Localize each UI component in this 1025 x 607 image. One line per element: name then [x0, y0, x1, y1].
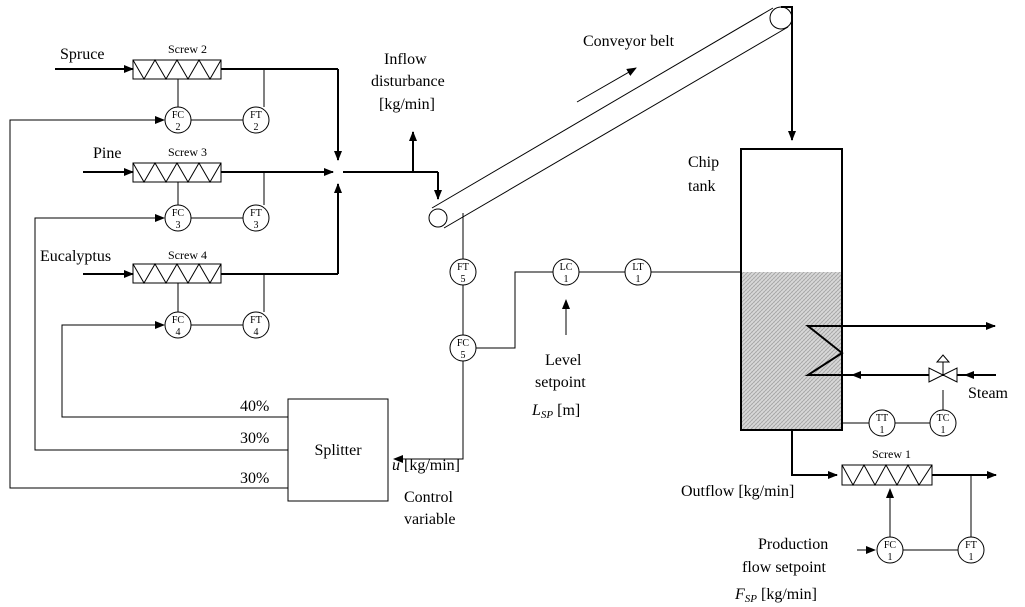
- screw1-label: Screw 1: [872, 447, 911, 461]
- svg-text:FC: FC: [172, 315, 185, 326]
- svg-text:FC: FC: [884, 540, 897, 551]
- ft3-transmitter: FT 3: [242, 204, 270, 232]
- ft2-transmitter: FT 2: [242, 106, 270, 134]
- pine-label: Pine: [93, 145, 121, 162]
- lt1-transmitter: LT 1: [624, 258, 652, 286]
- screw4-flow-loop: [177, 274, 265, 326]
- screw2-conveyor: [132, 59, 222, 80]
- split-pct-3: 30%: [240, 470, 269, 487]
- production-setpoint-symbol: FSP [kg/min]: [734, 586, 817, 605]
- svg-text:FC: FC: [457, 338, 470, 349]
- control-variable-label-1: Control: [404, 489, 453, 506]
- screw3-conveyor: [132, 162, 222, 183]
- fc5-to-splitter: [393, 361, 464, 463]
- belt-direction-arrow: [576, 67, 637, 103]
- ft1-transmitter: FT 1: [957, 536, 985, 564]
- eucalyptus-label: Eucalyptus: [40, 248, 111, 265]
- screw2-label: Screw 2: [168, 42, 207, 56]
- svg-text:FT: FT: [457, 262, 469, 273]
- level-setpoint-symbol: LSP [m]: [531, 402, 580, 421]
- split-pct-1: 40%: [240, 398, 269, 415]
- tt1-transmitter: TT 1: [868, 409, 896, 437]
- inflow-label-3: [kg/min]: [379, 96, 435, 113]
- svg-text:4: 4: [176, 327, 181, 338]
- belt-to-tank: [781, 6, 796, 141]
- split-to-fc4: [61, 321, 288, 418]
- production-label-2: flow setpoint: [742, 559, 827, 576]
- steam-label: Steam: [968, 385, 1009, 402]
- svg-text:5: 5: [461, 350, 466, 361]
- outflow-label: Outflow [kg/min]: [681, 483, 794, 500]
- control-variable-label-2: variable: [404, 511, 456, 528]
- fc4-controller: FC 4: [164, 311, 192, 339]
- svg-text:FC: FC: [172, 208, 185, 219]
- svg-text:3: 3: [254, 220, 259, 231]
- chip-level-fill: [741, 272, 842, 430]
- svg-text:1: 1: [880, 425, 885, 436]
- level-label-1: Level: [545, 352, 582, 369]
- fc5-controller: FC 5: [449, 334, 477, 362]
- svg-text:1: 1: [969, 552, 974, 563]
- svg-text:1: 1: [636, 274, 641, 285]
- splitter-label: Splitter: [314, 442, 362, 459]
- svg-text:1: 1: [941, 425, 946, 436]
- svg-text:FT: FT: [250, 110, 262, 121]
- ft4-transmitter: FT 4: [242, 311, 270, 339]
- svg-text:2: 2: [254, 122, 259, 133]
- svg-text:4: 4: [254, 327, 259, 338]
- screw4-conveyor: [132, 263, 222, 284]
- svg-text:5: 5: [461, 274, 466, 285]
- production-label-1: Production: [758, 536, 828, 553]
- screw1-conveyor: [841, 463, 933, 487]
- ft5-transmitter: FT 5: [449, 258, 477, 286]
- svg-text:LC: LC: [560, 262, 573, 273]
- svg-text:3: 3: [176, 220, 181, 231]
- screw3-flow-loop: [177, 172, 265, 219]
- chip-tank-label-2: tank: [688, 178, 716, 195]
- chip-tank-label-1: Chip: [688, 154, 719, 171]
- split-to-fc3: [34, 214, 288, 451]
- svg-text:2: 2: [176, 122, 181, 133]
- svg-text:FT: FT: [250, 315, 262, 326]
- fc1-controller: FC 1: [876, 536, 904, 564]
- svg-text:FT: FT: [250, 208, 262, 219]
- spruce-label: Spruce: [60, 46, 104, 63]
- conveyor-belt-label: Conveyor belt: [583, 33, 675, 50]
- inflow-label-2: disturbance: [371, 73, 445, 90]
- u-label: u [kg/min]: [392, 457, 460, 474]
- steam-valve: [928, 354, 958, 383]
- svg-text:1: 1: [564, 274, 569, 285]
- svg-text:LT: LT: [632, 262, 643, 273]
- screw2-flow-loop: [177, 69, 265, 121]
- fc2-controller: FC 2: [164, 106, 192, 134]
- fc5-lc1-line: [476, 271, 553, 349]
- svg-text:TC: TC: [937, 413, 950, 424]
- tc1-controller: TC 1: [929, 409, 957, 437]
- screw4-label: Screw 4: [168, 248, 207, 262]
- svg-text:FC: FC: [172, 110, 185, 121]
- svg-text:TT: TT: [876, 413, 888, 424]
- lc1-controller: LC 1: [552, 258, 580, 286]
- screw3-label: Screw 3: [168, 145, 207, 159]
- tank-outflow: [791, 430, 838, 479]
- level-label-2: setpoint: [535, 374, 586, 391]
- split-pct-2: 30%: [240, 430, 269, 447]
- svg-text:FT: FT: [965, 540, 977, 551]
- split-to-fc2: [9, 116, 288, 489]
- inflow-label-1: Inflow: [384, 51, 427, 68]
- conveyor-belt: [428, 6, 793, 229]
- fc3-controller: FC 3: [164, 204, 192, 232]
- svg-text:1: 1: [888, 552, 893, 563]
